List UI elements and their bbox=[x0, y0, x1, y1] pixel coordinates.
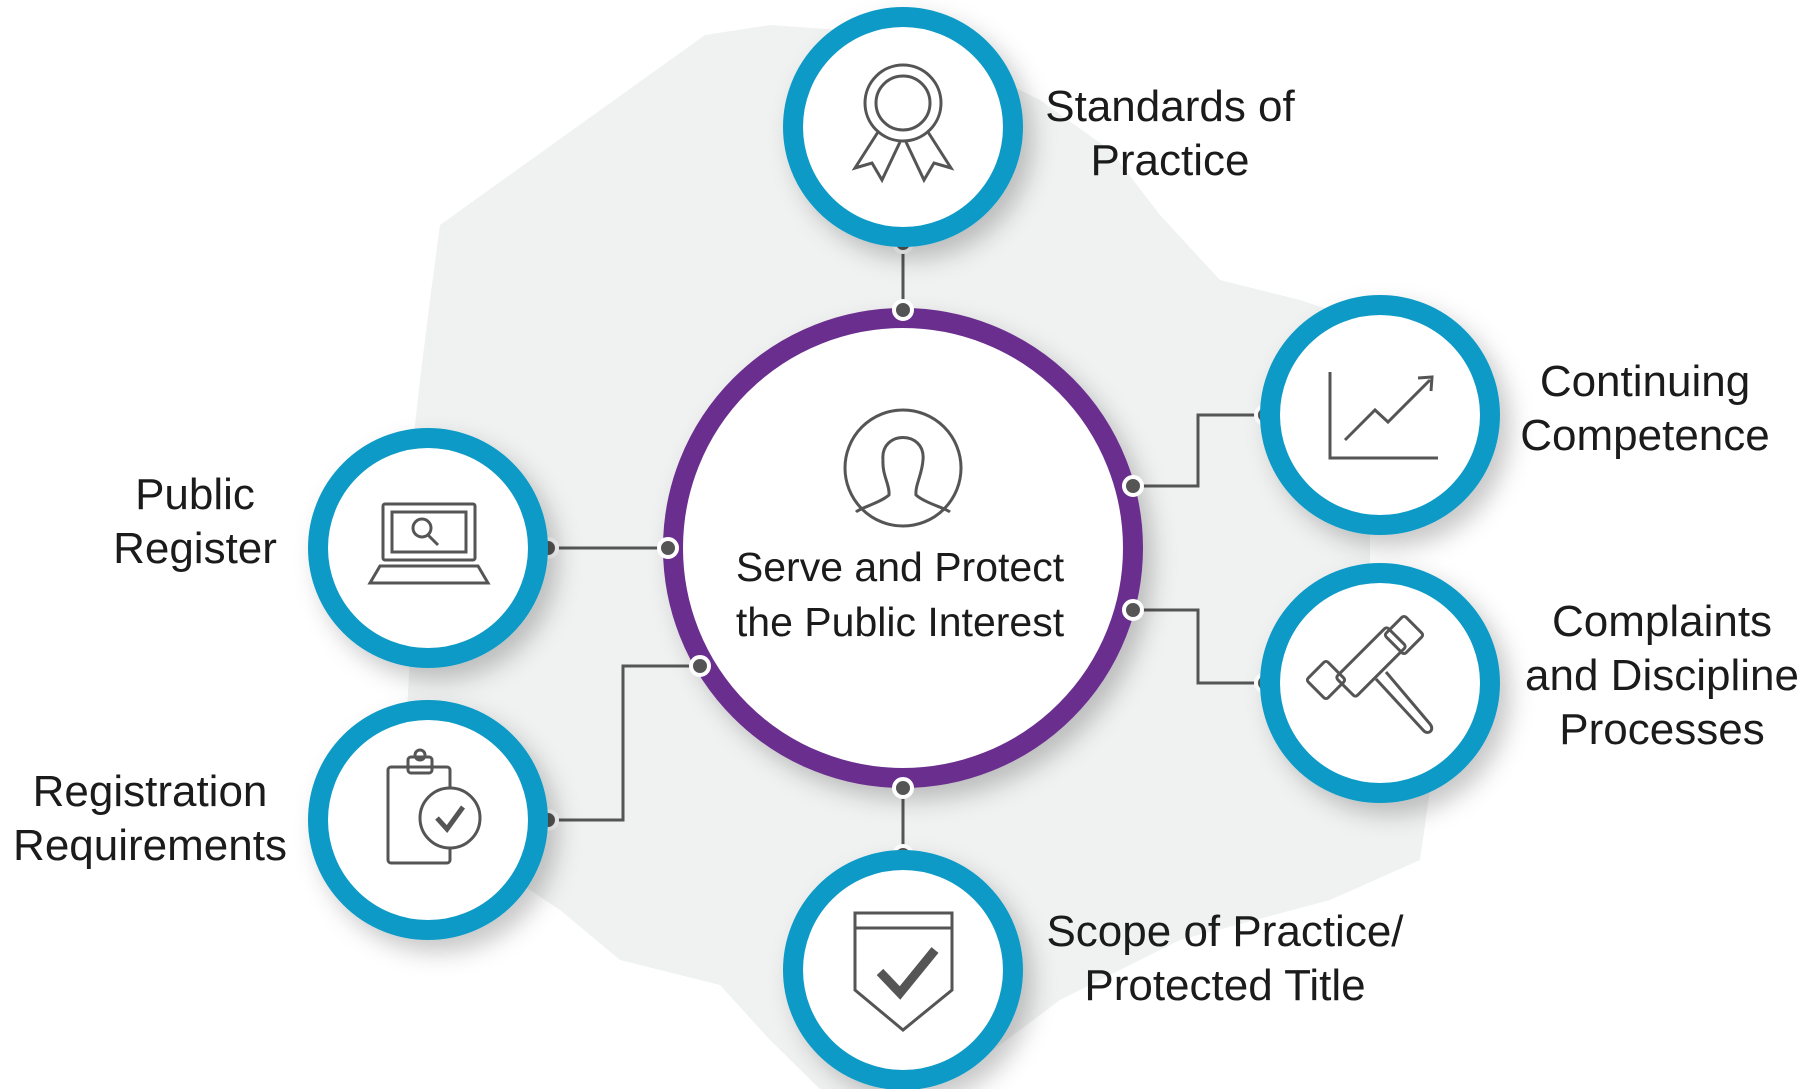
person-icon bbox=[843, 408, 963, 528]
connector-complaints bbox=[1133, 608, 1265, 685]
center-label-line1: Serve and Protect bbox=[735, 544, 1065, 590]
growth-chart-icon bbox=[1328, 372, 1438, 460]
connector-competence bbox=[1133, 413, 1265, 488]
label-competence-line2: Competence bbox=[1520, 411, 1770, 460]
label-scope-line2: Protected Title bbox=[1084, 961, 1366, 1010]
label-competence: Continuing Competence bbox=[1515, 355, 1775, 463]
label-registration: Registration Requirements bbox=[10, 765, 290, 873]
label-scope: Scope of Practice/ Protected Title bbox=[1040, 905, 1410, 1013]
label-scope-line1: Scope of Practice/ bbox=[1046, 907, 1404, 956]
label-competence-line1: Continuing bbox=[1539, 357, 1751, 406]
node-competence bbox=[1260, 295, 1500, 535]
label-register-line1: Public bbox=[135, 470, 255, 519]
clipboard-check-icon bbox=[386, 748, 482, 865]
laptop-search-icon bbox=[367, 502, 491, 585]
connectors bbox=[548, 243, 1265, 855]
label-registration-line1: Registration bbox=[32, 767, 268, 816]
label-register-line2: Register bbox=[113, 524, 277, 573]
node-registration bbox=[308, 700, 548, 940]
label-complaints: Complaints and Discipline Processes bbox=[1522, 595, 1802, 757]
label-registration-line2: Requirements bbox=[13, 821, 287, 870]
center-label: Serve and Protect the Public Interest bbox=[700, 540, 1100, 650]
label-standards: Standards of Practice bbox=[1040, 80, 1300, 188]
node-complaints bbox=[1260, 563, 1500, 803]
node-register bbox=[308, 428, 548, 668]
gavel-icon bbox=[1305, 614, 1434, 734]
connector-registration bbox=[548, 664, 700, 822]
label-register: Public Register bbox=[95, 468, 295, 576]
label-complaints-line2: and Discipline bbox=[1525, 651, 1799, 700]
award-ribbon-icon bbox=[851, 63, 955, 184]
center-label-line2: the Public Interest bbox=[735, 599, 1065, 645]
node-standards bbox=[783, 7, 1023, 247]
label-standards-line1: Standards of bbox=[1045, 82, 1295, 131]
label-complaints-line1: Complaints bbox=[1551, 597, 1773, 646]
label-complaints-line3: Processes bbox=[1559, 705, 1765, 754]
label-standards-line2: Practice bbox=[1090, 136, 1250, 185]
node-scope bbox=[783, 850, 1023, 1089]
shield-check-icon bbox=[853, 911, 954, 1032]
